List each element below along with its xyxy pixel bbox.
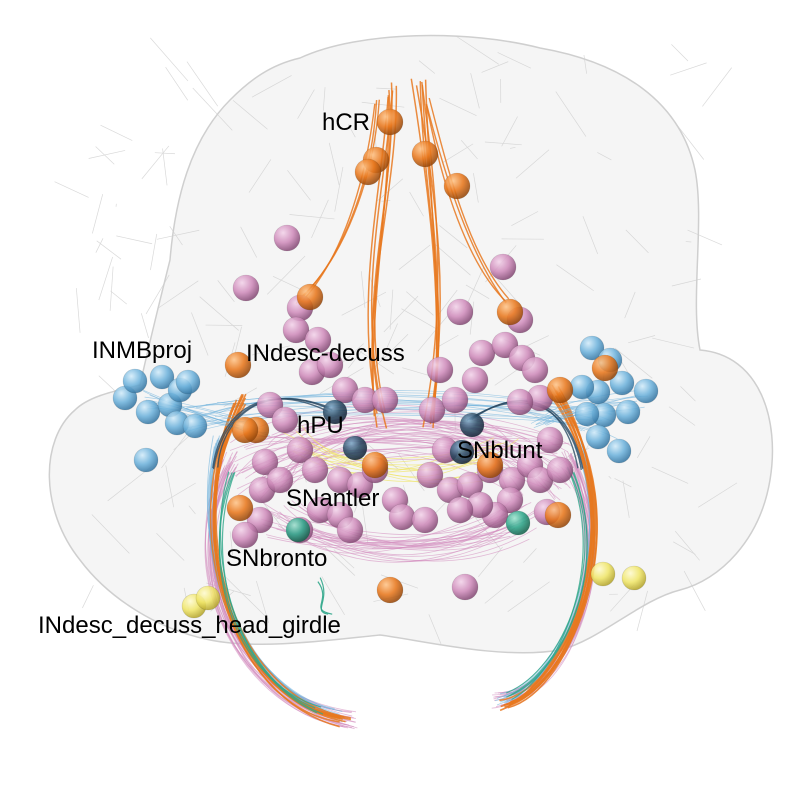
soma-sphere-blue	[183, 414, 207, 438]
soma-sphere-pink	[490, 254, 516, 280]
mesh-edge	[82, 585, 93, 608]
label-SNblunt: SNblunt	[457, 437, 543, 464]
mesh-edge	[110, 267, 113, 311]
label-INdesc-decuss: INdesc-decuss	[246, 340, 405, 367]
soma-sphere-pink	[337, 517, 363, 543]
soma-sphere-blue	[134, 448, 158, 472]
soma-sphere-blue	[570, 375, 594, 399]
mesh-edge	[99, 257, 113, 300]
label-INdesc-decuss-head-girdle: INdesc_decuss_head_girdle	[38, 612, 341, 639]
soma-sphere-teal	[286, 518, 310, 542]
soma-sphere-orange	[297, 284, 323, 310]
soma-sphere-dark	[343, 436, 367, 460]
mesh-edge	[702, 68, 731, 107]
mesh-edge	[76, 288, 80, 333]
soma-sphere-pink	[547, 457, 573, 483]
soma-sphere-orange	[377, 109, 403, 135]
soma-sphere-blue	[575, 402, 599, 426]
soma-sphere-blue	[586, 425, 610, 449]
mesh-edge	[141, 313, 148, 338]
soma-sphere-yellow	[622, 566, 646, 590]
soma-sphere-pink	[389, 504, 415, 530]
soma-sphere-pink	[412, 507, 438, 533]
soma-sphere-pink	[469, 340, 495, 366]
soma-sphere-pink	[419, 397, 445, 423]
soma-sphere-orange	[355, 159, 381, 185]
mesh-edge	[116, 236, 152, 244]
soma-sphere-blue	[123, 369, 147, 393]
soma-sphere-orange	[362, 452, 388, 478]
soma-sphere-orange	[444, 173, 470, 199]
soma-sphere-yellow	[196, 586, 220, 610]
soma-sphere-pink	[233, 275, 259, 301]
mesh-edge	[671, 44, 688, 61]
mesh-edge	[166, 67, 188, 100]
mesh-edge	[55, 182, 89, 198]
mesh-edge	[163, 148, 167, 185]
soma-sphere-pink	[272, 407, 298, 433]
soma-sphere-pink	[372, 387, 398, 413]
mesh-edge	[150, 234, 156, 270]
soma-sphere-orange	[592, 355, 618, 381]
soma-sphere-blue	[136, 400, 160, 424]
mesh-edge	[99, 376, 118, 393]
soma-sphere-pink	[522, 357, 548, 383]
soma-sphere-pink	[427, 357, 453, 383]
soma-sphere-blue	[176, 370, 200, 394]
soma-sphere-dark	[460, 413, 484, 437]
label-SNantler: SNantler	[286, 485, 379, 512]
label-SNbronto: SNbronto	[226, 545, 327, 572]
mesh-edge	[187, 62, 218, 107]
soma-sphere-orange	[377, 577, 403, 603]
soma-sphere-orange	[547, 377, 573, 403]
soma-sphere-pink	[452, 574, 478, 600]
mesh-edge	[110, 291, 126, 304]
soma-sphere-blue	[634, 379, 658, 403]
soma-sphere-pink	[442, 387, 468, 413]
soma-sphere-pink	[274, 225, 300, 251]
soma-sphere-pink	[447, 497, 473, 523]
mesh-edge	[150, 38, 188, 81]
soma-sphere-pink	[302, 457, 328, 483]
label-INMBproj: INMBproj	[92, 337, 192, 364]
mesh-edge	[96, 146, 115, 164]
soma-sphere-orange	[497, 299, 523, 325]
mesh-edge	[142, 146, 169, 179]
soma-sphere-pink	[447, 299, 473, 325]
soma-sphere-teal	[506, 511, 530, 535]
soma-sphere-orange	[232, 417, 258, 443]
soma-sphere-blue	[607, 439, 631, 463]
label-hPU: hPU	[297, 412, 344, 439]
mesh-edge	[155, 153, 175, 154]
soma-sphere-yellow	[591, 562, 615, 586]
soma-sphere-orange	[227, 495, 253, 521]
mesh-edge	[101, 125, 133, 140]
mesh-edge	[96, 238, 103, 252]
soma-sphere-orange	[412, 141, 438, 167]
label-hCR: hCR	[322, 109, 370, 136]
soma-sphere-orange	[545, 502, 571, 528]
soma-sphere-pink	[462, 367, 488, 393]
soma-sphere-pink	[507, 389, 533, 415]
mesh-edge	[670, 63, 706, 75]
soma-sphere-blue	[616, 400, 640, 424]
mesh-edge	[92, 194, 102, 233]
